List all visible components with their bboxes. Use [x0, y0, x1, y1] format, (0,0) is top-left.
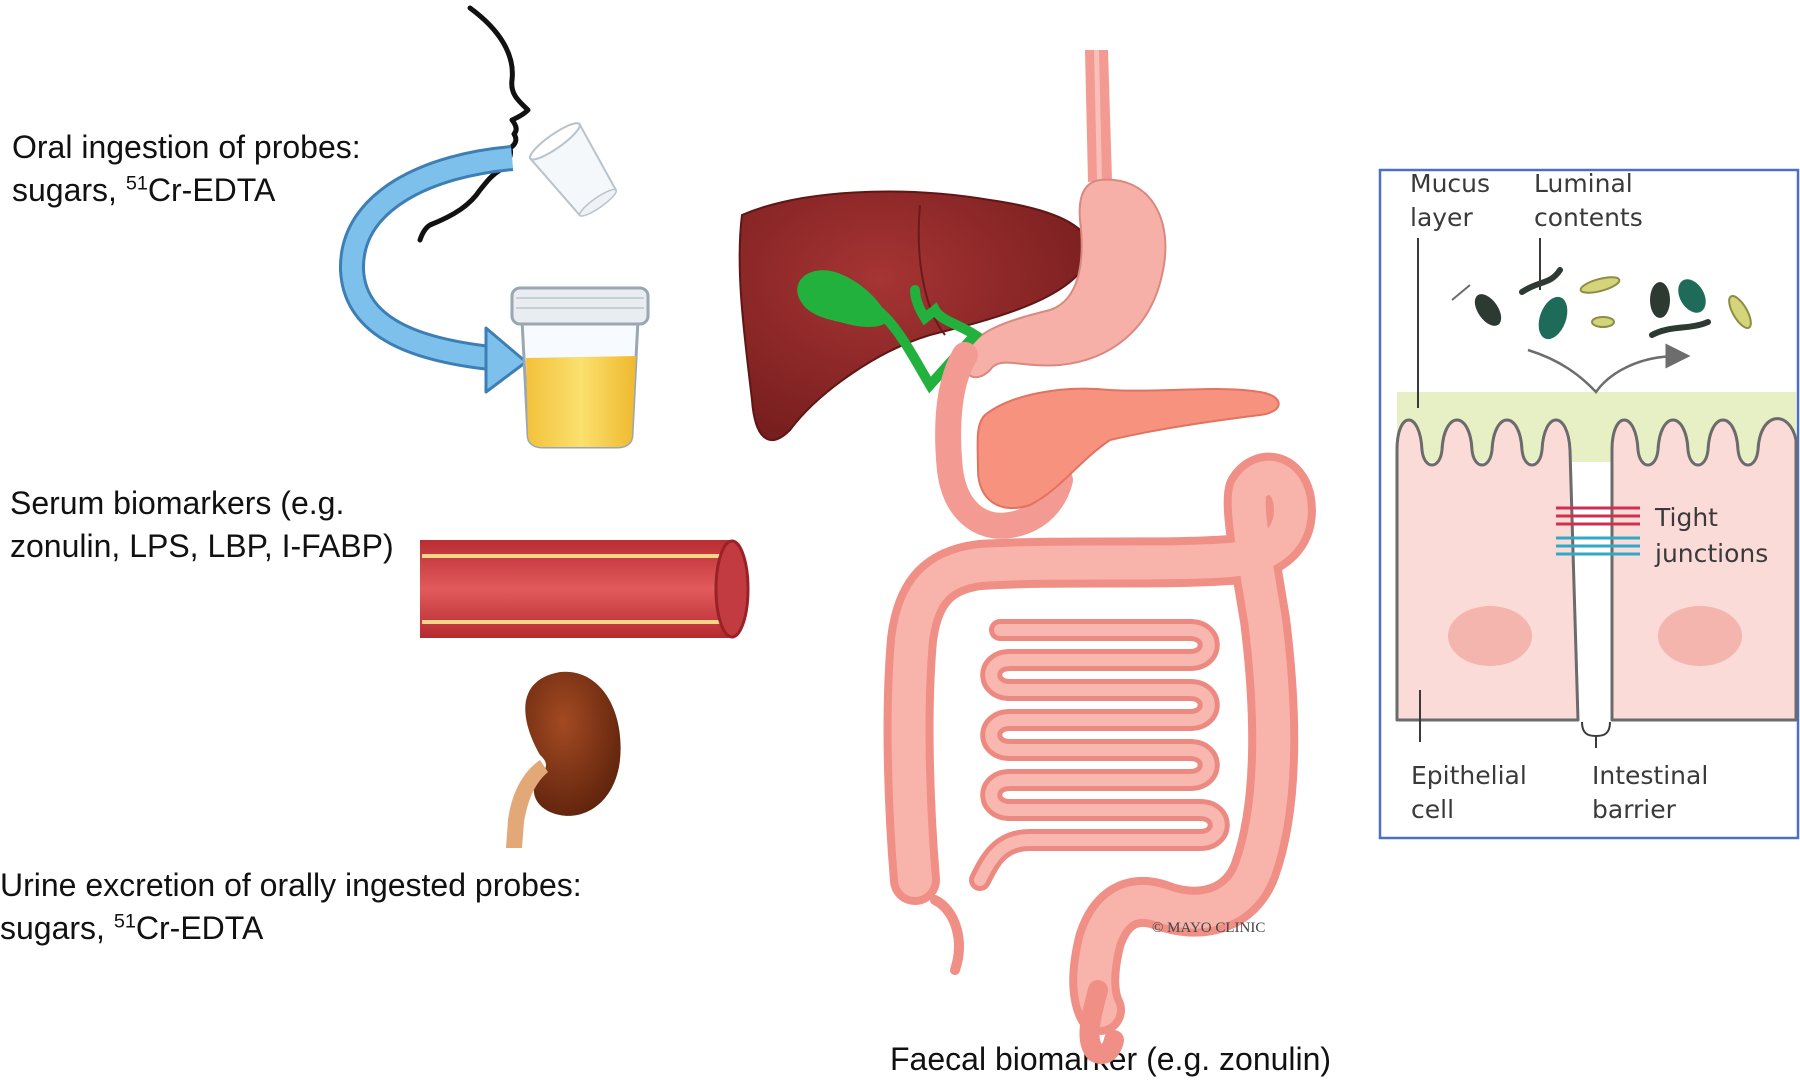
serum-biomarkers-line2: zonulin, LPS, LBP, I-FABP) [10, 528, 394, 565]
barrier-label-line2: barrier [1592, 795, 1677, 824]
urine-container-icon [510, 286, 650, 449]
serum-biomarkers-line1: Serum biomarkers (e.g. [10, 485, 345, 521]
urine-excretion-label: Urine excretion of orally ingested probe… [0, 864, 582, 950]
copyright-text: © MAYO CLINIC [1152, 920, 1265, 936]
mucus-label-line2: layer [1410, 203, 1473, 232]
kidney-icon [506, 671, 621, 848]
urine-excretion-suffix: Cr-EDTA [135, 910, 264, 947]
tight-junctions [1556, 506, 1640, 556]
flow-arrow [1527, 343, 1691, 394]
face-profile-icon [417, 5, 531, 243]
cup-icon [528, 122, 618, 217]
bacteria-icon [1451, 267, 1752, 340]
digestive-tract-icon [738, 50, 1316, 1064]
oral-ingestion-label: Oral ingestion of probes: sugars, 51Cr-E… [12, 126, 361, 212]
luminal-label-line2: contents [1534, 203, 1643, 232]
epithelial-label-line2: cell [1411, 795, 1454, 824]
oral-ingestion-prefix: sugars, [12, 172, 126, 209]
oral-ingestion-sup: 51 [125, 172, 148, 195]
tight-label-line2: junctions [1654, 539, 1768, 568]
barrier-label-line1: Intestinal [1592, 761, 1708, 790]
intestinal-barrier-inset: Mucus layer Luminal contents Tight junct… [1378, 168, 1800, 840]
serum-biomarkers-label: Serum biomarkers (e.g. zonulin, LPS, LBP… [10, 482, 394, 568]
urine-excretion-sup: 51 [113, 910, 136, 933]
mucus-label-line1: Mucus [1410, 169, 1490, 198]
urine-excretion-prefix: sugars, [0, 910, 114, 947]
tight-label-line1: Tight [1654, 503, 1718, 532]
nucleus-left [1448, 606, 1532, 666]
epithelial-cell-right [1610, 417, 1798, 722]
barrier-bracket [1581, 721, 1611, 748]
urine-excretion-line2: sugars, 51Cr-EDTA [0, 907, 582, 950]
nucleus-right [1658, 606, 1742, 666]
oral-ingestion-suffix: Cr-EDTA [147, 172, 276, 209]
oral-ingestion-line2: sugars, 51Cr-EDTA [12, 169, 361, 212]
oral-ingestion-line1: Oral ingestion of probes: [12, 129, 361, 165]
epithelial-label-line1: Epithelial [1411, 761, 1527, 790]
luminal-label-line1: Luminal [1534, 169, 1633, 198]
arrow-icon [338, 145, 528, 394]
urine-excretion-line1: Urine excretion of orally ingested probe… [0, 867, 582, 903]
epithelial-cell-left [1395, 418, 1580, 722]
blood-vessel-icon [420, 539, 750, 639]
